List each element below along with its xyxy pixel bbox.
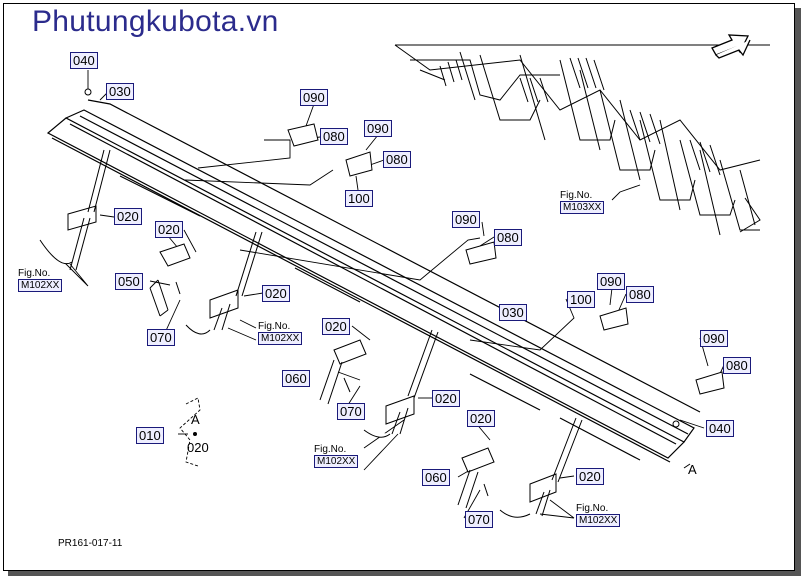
part-label-030[interactable]: 030 bbox=[106, 83, 134, 100]
rail-lower-edge bbox=[51, 137, 671, 463]
inset-a-label: A bbox=[191, 412, 200, 427]
part-label-070[interactable]: 070 bbox=[337, 403, 365, 420]
part-label-100[interactable]: 100 bbox=[345, 190, 373, 207]
part-label-060[interactable]: 060 bbox=[282, 370, 310, 387]
rail-inner-line-2 bbox=[79, 115, 689, 435]
rail-top-flange bbox=[65, 109, 695, 443]
part-label-090[interactable]: 090 bbox=[597, 273, 625, 290]
callout-a-marker: A bbox=[688, 462, 697, 477]
frame-border bbox=[3, 3, 795, 571]
part-label-030[interactable]: 030 bbox=[499, 304, 527, 321]
part-label-070[interactable]: 070 bbox=[465, 511, 493, 528]
part-label-020[interactable]: 020 bbox=[432, 390, 460, 407]
rail-inner-line bbox=[69, 123, 677, 445]
frame-shadow-right bbox=[795, 8, 801, 574]
fig-ref-m102-left[interactable]: Fig.No. M102XX bbox=[18, 268, 63, 292]
part-label-050[interactable]: 050 bbox=[115, 273, 143, 290]
direction-arrow-icon bbox=[711, 34, 751, 59]
part-label-090[interactable]: 090 bbox=[452, 211, 480, 228]
brand-title: Phutungkubota.vn bbox=[32, 5, 279, 38]
fig-ref-m103[interactable]: Fig.No. M103XX bbox=[560, 190, 605, 214]
part-label-080[interactable]: 080 bbox=[320, 128, 348, 145]
inset-dot bbox=[193, 432, 197, 436]
part-label-060[interactable]: 060 bbox=[422, 469, 450, 486]
part-label-100[interactable]: 100 bbox=[567, 291, 595, 308]
part-label-040[interactable]: 040 bbox=[70, 52, 98, 69]
part-label-080[interactable]: 080 bbox=[494, 229, 522, 246]
part-label-090[interactable]: 090 bbox=[364, 120, 392, 137]
part-label-090[interactable]: 090 bbox=[700, 330, 728, 347]
part-label-080[interactable]: 080 bbox=[723, 357, 751, 374]
frame-shadow-bottom bbox=[8, 570, 801, 576]
part-label-020[interactable]: 020 bbox=[262, 285, 290, 302]
fig-ref-m102-center[interactable]: Fig.No. M102XX bbox=[314, 444, 359, 468]
part-label-020[interactable]: 020 bbox=[155, 221, 183, 238]
part-label-070[interactable]: 070 bbox=[147, 329, 175, 346]
part-label-040[interactable]: 040 bbox=[706, 420, 734, 437]
drawing-code: PR161-017-11 bbox=[58, 538, 123, 549]
fig-ref-m102-right[interactable]: Fig.No. M102XX bbox=[576, 503, 621, 527]
fig-ref-m102-center-left[interactable]: Fig.No. M102XX bbox=[258, 321, 303, 345]
part-label-090[interactable]: 090 bbox=[300, 89, 328, 106]
part-label-020[interactable]: 020 bbox=[467, 410, 495, 427]
part-label-080[interactable]: 080 bbox=[626, 286, 654, 303]
part-label-080[interactable]: 080 bbox=[383, 151, 411, 168]
inset-part-020: 020 bbox=[187, 440, 209, 455]
part-label-020[interactable]: 020 bbox=[322, 318, 350, 335]
inset-outline bbox=[179, 397, 201, 467]
part-label-020[interactable]: 020 bbox=[114, 208, 142, 225]
part-label-020[interactable]: 020 bbox=[576, 468, 604, 485]
part-label-010[interactable]: 010 bbox=[136, 427, 164, 444]
